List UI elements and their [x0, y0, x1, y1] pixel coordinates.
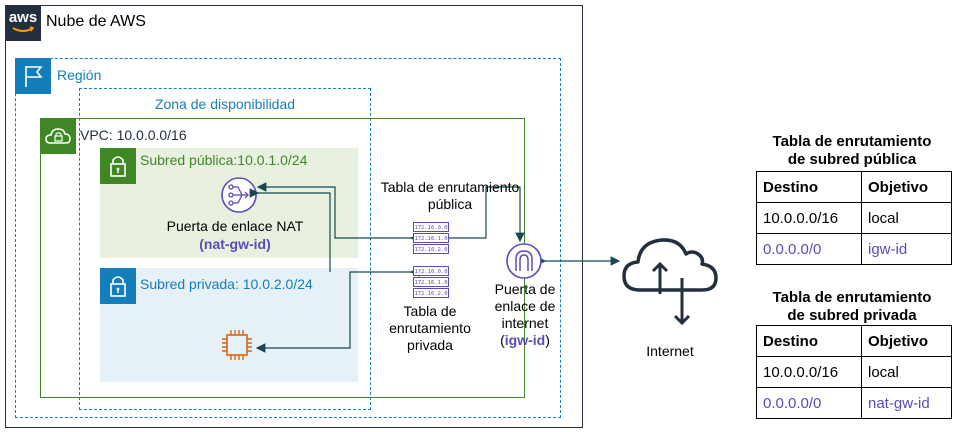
route-table-row: 172.16.0.0	[413, 222, 449, 232]
table-cell: nat-gw-id	[861, 387, 952, 419]
public-table-title-line1: Tabla de enrutamiento	[772, 133, 932, 150]
public-route-table-icon: 172.16.0.0 172.16.1.0 172.16.2.0	[413, 222, 449, 256]
table-row: 10.0.0.0/16 local	[756, 202, 952, 234]
nat-gateway-id: (nat-gw-id)	[199, 236, 271, 252]
internet-cloud-icon	[622, 238, 718, 326]
route-table-row: 172.16.0.0	[413, 266, 449, 276]
private-route-table-label-line2: enrutamiento	[389, 320, 471, 336]
internet-gateway-id: igw-id	[504, 332, 546, 348]
public-subnet-label: Subred pública:10.0.1.0/24	[140, 152, 308, 168]
internet-gateway-icon	[506, 243, 542, 279]
public-table-title-line2: de subred pública	[787, 151, 917, 168]
table-cell: 0.0.0.0/0	[756, 233, 862, 265]
table-row: 10.0.0.0/16 local	[756, 356, 952, 388]
public-route-table-label: Tabla de enrutamiento pública	[360, 179, 540, 213]
nat-to-private-route-table-line	[249, 188, 331, 272]
public-subnet-lock-icon	[100, 148, 136, 184]
aws-cloud-group	[5, 5, 583, 428]
vpc-label: VPC: 10.0.0.0/16	[80, 127, 187, 143]
availability-zone-label: Zona de disponibilidad	[154, 96, 296, 112]
column-header-target: Objetivo	[861, 325, 952, 357]
internet-gateway-label-line2: enlace de	[494, 298, 556, 314]
table-cell: 10.0.0.0/16	[756, 202, 862, 234]
table-header-row: Destino Objetivo	[756, 325, 952, 357]
route-table-row: 172.16.1.0	[413, 233, 449, 243]
public-table-title: Tabla de enrutamiento de subred pública	[745, 133, 959, 169]
table-cell: local	[861, 202, 952, 234]
column-header-destination: Destino	[756, 171, 862, 203]
route-table-row: 172.16.2.0	[413, 288, 449, 298]
private-table-title: Tabla de enrutamiento de subred privada	[745, 289, 959, 325]
region-group	[15, 58, 561, 418]
private-table-title-line2: de subred privada	[787, 307, 917, 324]
region-flag-icon	[15, 58, 51, 94]
private-subnet-lock-icon	[100, 268, 136, 304]
public-route-table-to-igw-line	[449, 186, 525, 243]
internet-gateway-label-line1: Puerta de	[494, 281, 556, 297]
internet-gateway-id-line: (igw-id)	[480, 332, 570, 349]
ec2-to-private-route-table-line	[255, 267, 420, 353]
route-table-row: 172.16.1.0	[413, 277, 449, 287]
vpc-cloud-icon	[40, 118, 76, 154]
igw-paren-close: )	[545, 332, 550, 348]
public-route-table-label-line1: Tabla de enrutamiento	[380, 179, 520, 195]
private-table-title-line1: Tabla de enrutamiento	[772, 289, 932, 306]
igw-paren-open: (	[500, 332, 505, 348]
aws-logo-text: aws	[8, 9, 38, 26]
availability-zone-group	[79, 88, 371, 410]
nat-to-public-route-table-line	[256, 182, 420, 243]
table-row: 0.0.0.0/0 igw-id	[756, 233, 952, 265]
internet-gateway-label-line3: internet	[501, 315, 549, 331]
ec2-instance-icon	[222, 330, 252, 360]
aws-logo-icon: aws	[5, 5, 41, 41]
table-row: 0.0.0.0/0 nat-gw-id	[756, 387, 952, 419]
private-route-table-label: Tabla de enrutamiento privada	[370, 303, 490, 354]
private-route-table: Destino Objetivo 10.0.0.0/16 local 0.0.0…	[756, 325, 952, 419]
region-label: Región	[57, 67, 102, 83]
internet-label: Internet	[646, 343, 694, 359]
table-cell: local	[861, 356, 952, 388]
internet-gateway-label: Puerta de enlace de internet (igw-id)	[480, 281, 570, 349]
table-cell: 0.0.0.0/0	[756, 387, 862, 419]
column-header-destination: Destino	[756, 325, 862, 357]
private-route-table-label-line3: privada	[407, 337, 453, 353]
column-header-target: Objetivo	[861, 171, 952, 203]
private-route-table-label-line1: Tabla de	[403, 303, 457, 319]
aws-cloud-label: Nube de AWS	[46, 13, 146, 30]
public-route-table-label-line2: pública	[427, 196, 473, 212]
private-route-table-icon: 172.16.0.0 172.16.1.0 172.16.2.0	[413, 266, 449, 300]
table-cell: igw-id	[861, 233, 952, 265]
table-cell: 10.0.0.0/16	[756, 356, 862, 388]
route-table-row: 172.16.2.0	[413, 244, 449, 254]
public-route-table: Destino Objetivo 10.0.0.0/16 local 0.0.0…	[756, 171, 952, 265]
table-header-row: Destino Objetivo	[756, 171, 952, 203]
